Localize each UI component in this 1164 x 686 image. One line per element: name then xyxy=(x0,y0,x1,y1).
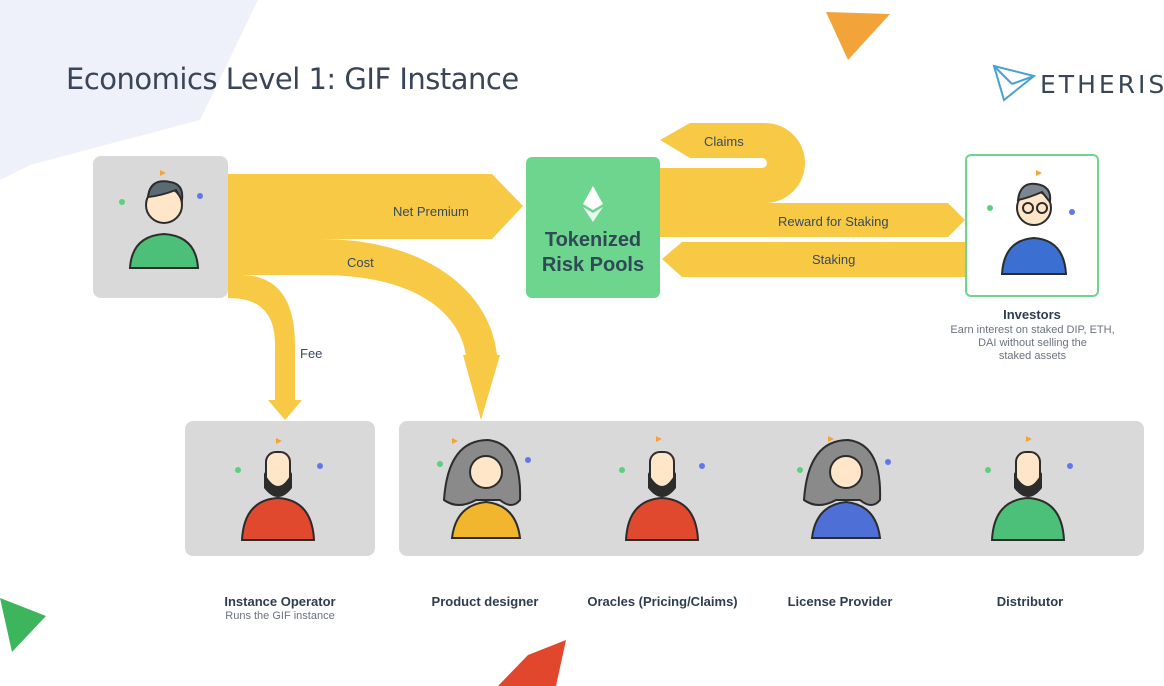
role-name-product-designer: Product designer xyxy=(431,594,539,609)
reward-label: Reward for Staking xyxy=(778,214,889,229)
oracles-avatar xyxy=(619,436,705,541)
staking-arrow xyxy=(662,242,965,277)
claims-label: Claims xyxy=(704,134,744,149)
distributor-avatar xyxy=(985,436,1073,541)
role-desc-instance-operator: Runs the GIF instance xyxy=(225,610,335,622)
staking-label: Staking xyxy=(812,252,856,267)
role-name-license-provider: License Provider xyxy=(787,594,893,609)
customer-card xyxy=(93,156,228,298)
license-provider-avatar xyxy=(797,436,891,539)
net-premium-label: Net Premium xyxy=(393,204,469,219)
risk-pool-box xyxy=(526,157,660,298)
role-name-instance-operator: Instance Operator xyxy=(224,594,336,609)
page-title: Economics Level 1: GIF Instance xyxy=(66,62,519,96)
fee-arrow xyxy=(228,275,302,420)
reward-arrow xyxy=(660,203,965,237)
role-name-distributor: Distributor xyxy=(996,594,1064,609)
risk-pool-label: Tokenized Risk Pools xyxy=(541,229,645,276)
investor-description: Earn interest on staked DIP, ETH, DAI wi… xyxy=(950,324,1115,362)
claims-arrow xyxy=(660,123,805,203)
role-name-oracles: Oracles (Pricing/Claims) xyxy=(587,594,738,609)
brand-name: ETHERISC xyxy=(1040,70,1164,99)
cost-label: Cost xyxy=(347,255,374,270)
investor-name: Investors xyxy=(1003,307,1061,322)
bg-shape-top-left xyxy=(0,0,258,180)
cost-arrow xyxy=(228,239,500,420)
product-designer-avatar xyxy=(437,438,531,539)
net-premium-arrow xyxy=(228,174,523,239)
green-paper-plane-decoration xyxy=(0,598,46,652)
fee-label: Fee xyxy=(300,346,323,361)
instance-operator-avatar xyxy=(235,438,323,541)
orange-paper-plane-decoration xyxy=(826,12,890,60)
red-paper-plane-decoration xyxy=(498,640,566,686)
